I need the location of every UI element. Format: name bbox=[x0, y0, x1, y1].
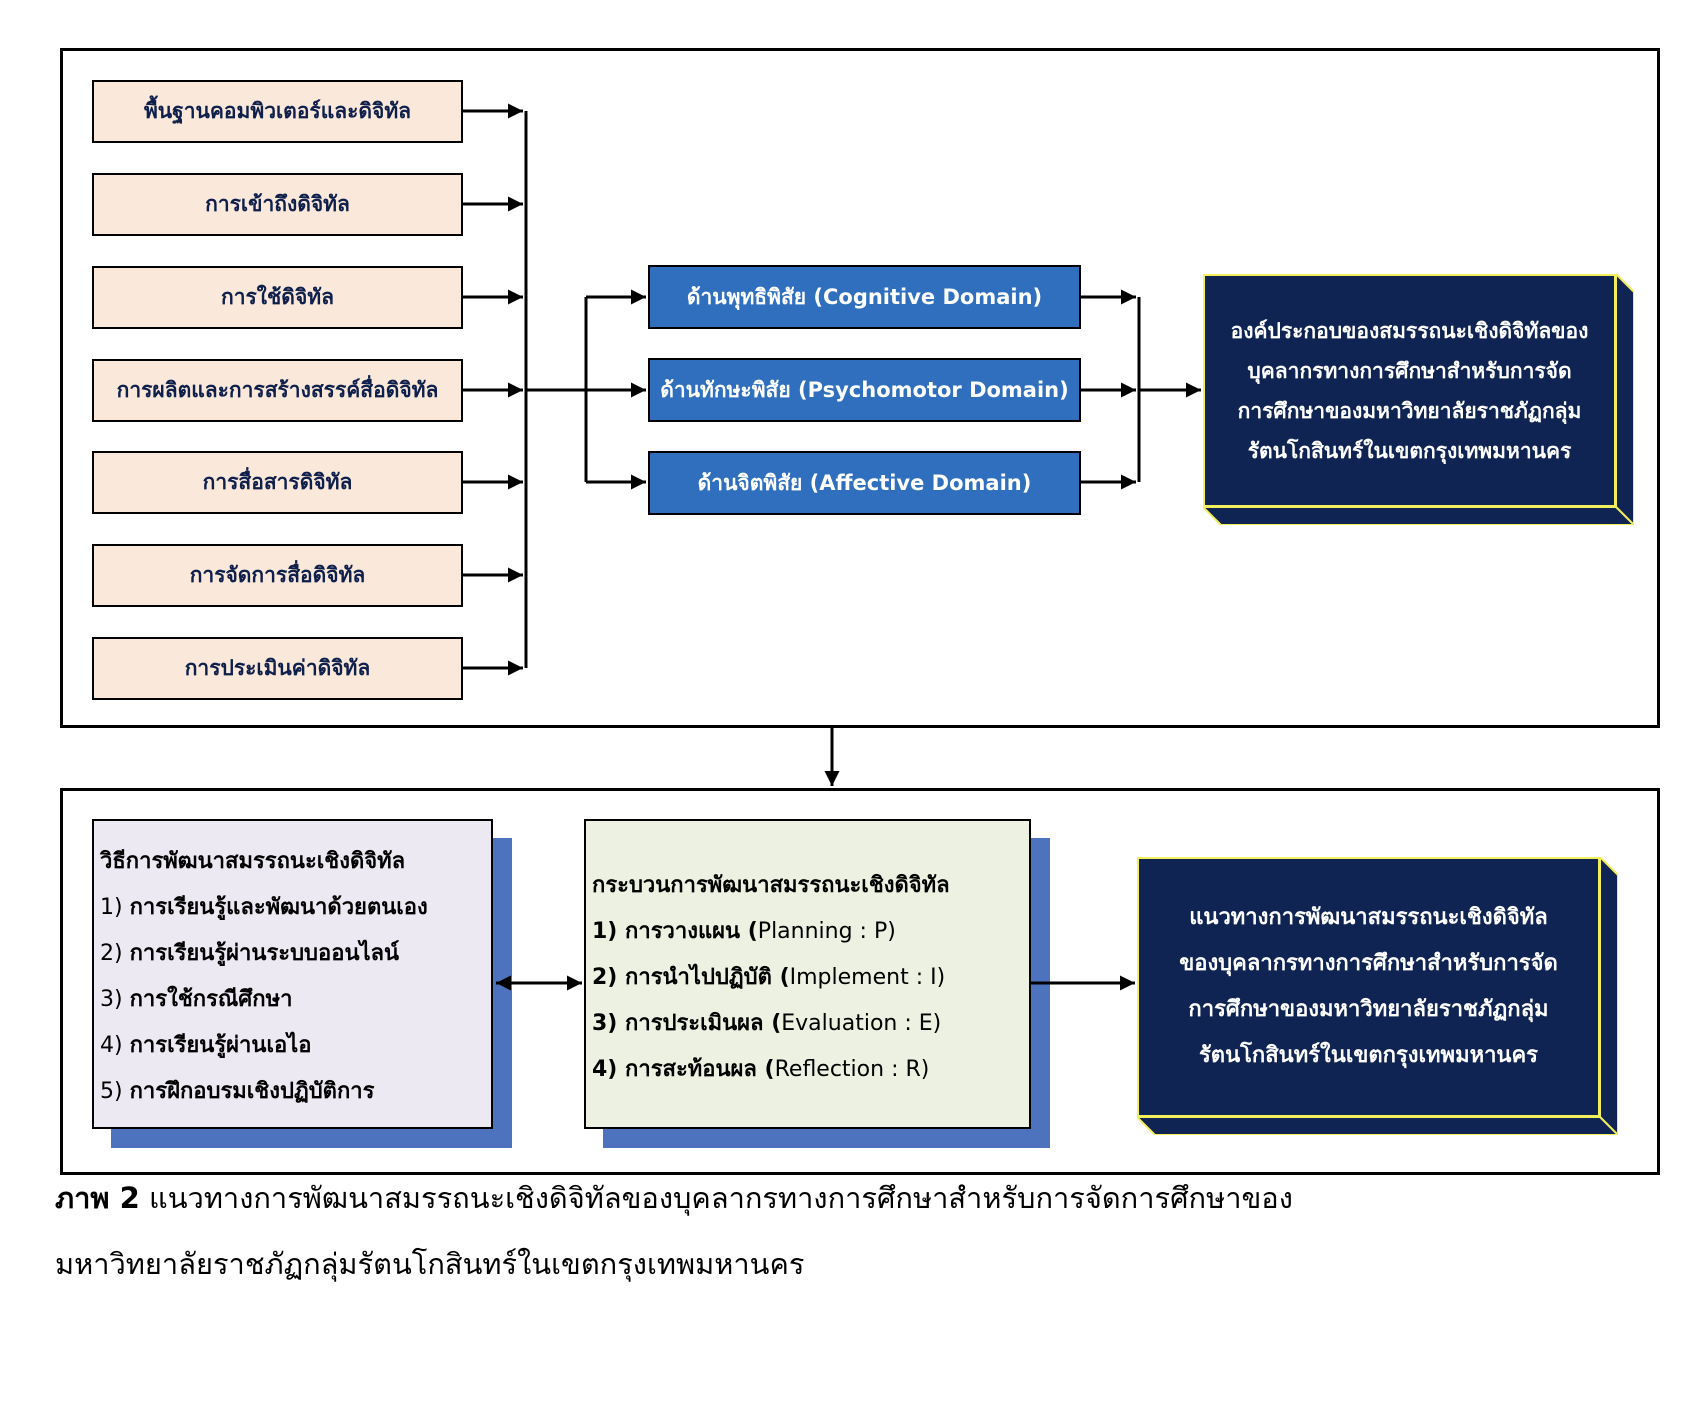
caption-line-1: ภาพ 2 แนวทางการพัฒนาสมรรถนะเชิงดิจิทัลขอ… bbox=[55, 1165, 1655, 1231]
result-line: การศึกษาของมหาวิทยาลัยราชภัฏกลุ่ม bbox=[1188, 997, 1549, 1022]
component-label: การผลิตและการสร้างสรรค์สื่อดิจิทัล bbox=[116, 378, 439, 402]
figure-caption: ภาพ 2 แนวทางการพัฒนาสมรรถนะเชิงดิจิทัลขอ… bbox=[55, 1165, 1655, 1297]
result-line: องค์ประกอบของสมรรถนะเชิงดิจิทัลของ bbox=[1230, 318, 1589, 343]
component-box-7: การประเมินค่าดิจิทัล bbox=[92, 637, 463, 700]
domain-box-cognitive: ด้านพุทธิพิสัย (Cognitive Domain) bbox=[648, 265, 1081, 329]
methods-item: 5) การฝึกอบรมเชิงปฏิบัติการ bbox=[100, 1079, 375, 1104]
result-box-3d-side bbox=[1203, 274, 1634, 525]
component-box-3: การใช้ดิจิทัล bbox=[92, 266, 463, 329]
component-label: การประเมินค่าดิจิทัล bbox=[184, 656, 371, 680]
result-box-face: องค์ประกอบของสมรรถนะเชิงดิจิทัลของ บุคลา… bbox=[1203, 274, 1616, 507]
result-line: บุคลากรทางการศึกษาสำหรับการจัด bbox=[1247, 358, 1572, 383]
component-label: พื้นฐานคอมพิวเตอร์และดิจิทัล bbox=[143, 99, 412, 123]
domain-label: ด้านจิตพิสัย (Affective Domain) bbox=[697, 470, 1032, 495]
caption-text-1: แนวทางการพัฒนาสมรรถนะเชิงดิจิทัลของบุคลา… bbox=[149, 1181, 1293, 1215]
caption-label: ภาพ 2 bbox=[55, 1181, 140, 1215]
result-box-3d-side bbox=[1137, 857, 1618, 1135]
components-result-box: องค์ประกอบของสมรรถนะเชิงดิจิทัลของ บุคลา… bbox=[1203, 274, 1634, 525]
methods-card: วิธีการพัฒนาสมรรถนะเชิงดิจิทัล 1) การเรี… bbox=[92, 819, 493, 1129]
domain-box-psychomotor: ด้านทักษะพิสัย (Psychomotor Domain) bbox=[648, 358, 1081, 422]
component-label: การเข้าถึงดิจิทัล bbox=[205, 192, 350, 216]
result-box-face: แนวทางการพัฒนาสมรรถนะเชิงดิจิทัล ของบุคล… bbox=[1137, 857, 1600, 1117]
component-box-5: การสื่อสารดิจิทัล bbox=[92, 451, 463, 514]
methods-item: 3) การใช้กรณีศึกษา bbox=[100, 987, 293, 1012]
component-box-1: พื้นฐานคอมพิวเตอร์และดิจิทัล bbox=[92, 80, 463, 143]
result-line: การศึกษาของมหาวิทยาลัยราชภัฏกลุ่ม bbox=[1237, 398, 1582, 423]
result-line: แนวทางการพัฒนาสมรรถนะเชิงดิจิทัล bbox=[1189, 905, 1548, 930]
methods-item: 4) การเรียนรู้ผ่านเอไอ bbox=[100, 1033, 312, 1058]
result-line: รัตนโกสินทร์ในเขตกรุงเทพมหานคร bbox=[1247, 438, 1572, 463]
process-card: กระบวนการพัฒนาสมรรถนะเชิงดิจิทัล 1) การว… bbox=[584, 819, 1031, 1129]
guidelines-result-box: แนวทางการพัฒนาสมรรถนะเชิงดิจิทัล ของบุคล… bbox=[1137, 857, 1618, 1135]
caption-line-2: มหาวิทยาลัยราชภัฏกลุ่มรัตนโกสินทร์ในเขตก… bbox=[55, 1247, 805, 1281]
process-item: 2) การนำไปปฏิบัติ (Implement : I) bbox=[592, 965, 946, 990]
methods-item: 1) การเรียนรู้และพัฒนาด้วยตนเอง bbox=[100, 895, 428, 920]
methods-title: วิธีการพัฒนาสมรรถนะเชิงดิจิทัล bbox=[100, 849, 406, 874]
component-label: การจัดการสื่อดิจิทัล bbox=[189, 563, 366, 587]
component-label: การสื่อสารดิจิทัล bbox=[202, 470, 353, 494]
domain-label: ด้านพุทธิพิสัย (Cognitive Domain) bbox=[686, 284, 1043, 309]
process-title: กระบวนการพัฒนาสมรรถนะเชิงดิจิทัล bbox=[592, 873, 950, 898]
domain-label: ด้านทักษะพิสัย (Psychomotor Domain) bbox=[660, 377, 1069, 402]
process-item: 4) การสะท้อนผล (Reflection : R) bbox=[592, 1057, 930, 1082]
component-label: การใช้ดิจิทัล bbox=[221, 285, 334, 309]
methods-item: 2) การเรียนรู้ผ่านระบบออนไลน์ bbox=[100, 941, 400, 966]
process-item: 3) การประเมินผล (Evaluation : E) bbox=[592, 1011, 942, 1036]
result-line: รัตนโกสินทร์ในเขตกรุงเทพมหานคร bbox=[1198, 1043, 1538, 1068]
domain-box-affective: ด้านจิตพิสัย (Affective Domain) bbox=[648, 451, 1081, 515]
result-line: ของบุคลากรทางการศึกษาสำหรับการจัด bbox=[1179, 951, 1558, 976]
component-box-6: การจัดการสื่อดิจิทัล bbox=[92, 544, 463, 607]
component-box-4: การผลิตและการสร้างสรรค์สื่อดิจิทัล bbox=[92, 359, 463, 422]
component-box-2: การเข้าถึงดิจิทัล bbox=[92, 173, 463, 236]
process-item: 1) การวางแผน (Planning : P) bbox=[592, 919, 896, 944]
